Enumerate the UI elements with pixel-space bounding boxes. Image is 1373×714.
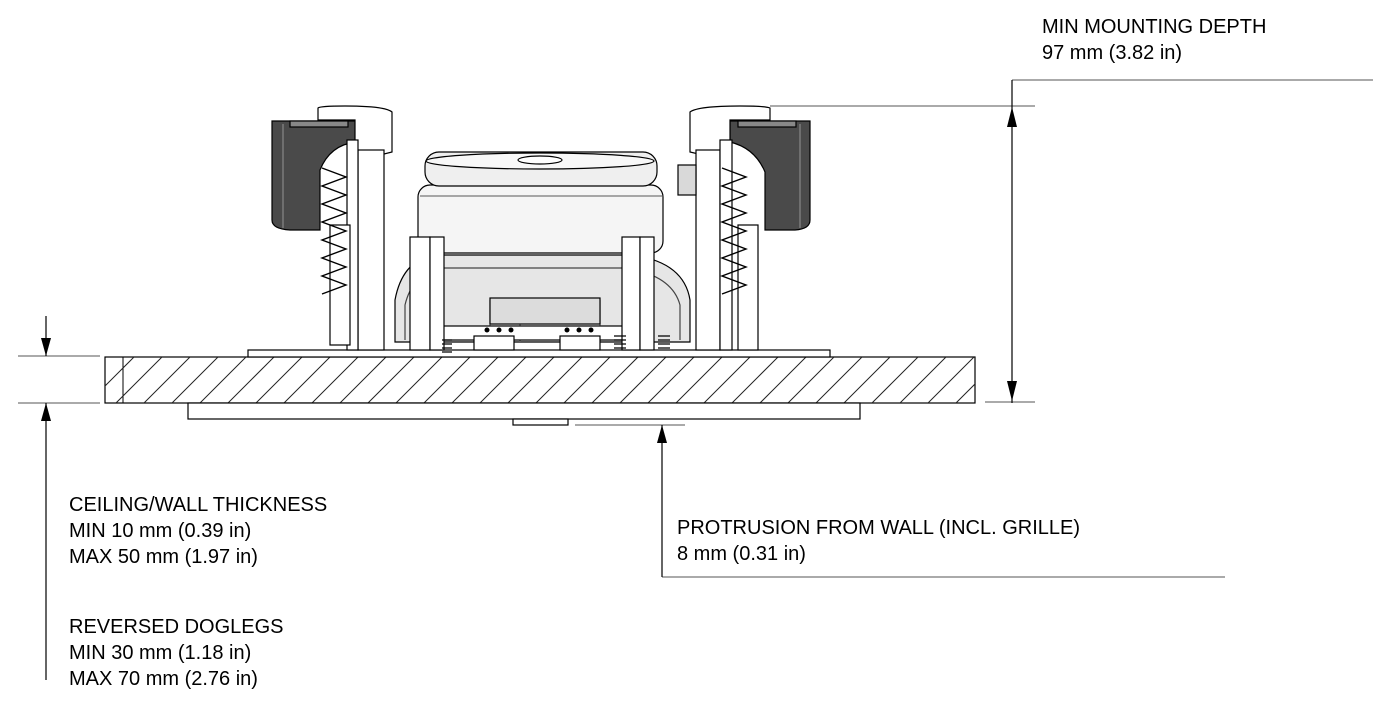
ceiling-wall-section <box>104 356 1086 404</box>
hatch-line <box>871 357 919 403</box>
hatch-line <box>479 357 527 403</box>
wall-hatch <box>105 357 1086 403</box>
hatch-line <box>535 357 583 403</box>
hatch-line <box>703 357 751 403</box>
spring-coil <box>720 167 748 295</box>
thickness-label: CEILING/WALL THICKNESS MIN 10 mm (0.39 i… <box>69 492 327 570</box>
hatch-line <box>619 357 667 403</box>
hatch-line <box>927 357 975 403</box>
hatch-line <box>563 357 611 403</box>
hatch-line <box>843 357 891 403</box>
right-clamp-body <box>729 120 811 231</box>
mounting-depth-label: MIN MOUNTING DEPTH 97 mm (3.82 in) <box>1042 14 1266 66</box>
hatch-line <box>899 357 947 403</box>
left-spring <box>320 167 348 295</box>
crossover-board <box>439 325 631 341</box>
right-side-tab <box>677 164 697 196</box>
support-post-right <box>621 236 641 351</box>
speaker-flange <box>247 349 831 358</box>
wall-outline <box>104 356 976 404</box>
left-dogleg-clamp <box>271 105 393 351</box>
hatch-line <box>227 357 275 403</box>
hatch-line <box>199 357 247 403</box>
hatch-line <box>787 357 835 403</box>
hatch-line <box>311 357 359 403</box>
hatch-line <box>423 357 471 403</box>
hatch-line <box>143 357 191 403</box>
hatch-line <box>283 357 331 403</box>
spring-coil <box>320 167 348 295</box>
hatch-line <box>255 357 303 403</box>
right-spring <box>720 167 748 295</box>
hatch-line <box>815 357 863 403</box>
reversed-doglegs-min: MIN 30 mm (1.18 in) <box>69 642 252 664</box>
thickness-dimension <box>41 316 51 680</box>
right-threaded-rod <box>695 149 721 351</box>
hatch-line <box>647 357 695 403</box>
thickness-title: CEILING/WALL THICKNESS <box>69 494 328 516</box>
hatch-line <box>339 357 387 403</box>
protrusion-label: PROTRUSION FROM WALL (INCL. GRILLE) 8 mm… <box>677 515 1080 567</box>
reversed-doglegs-label: REVERSED DOGLEGS MIN 30 mm (1.18 in) MAX… <box>69 614 284 692</box>
support-post-left <box>409 236 431 351</box>
hatch-line <box>115 357 163 403</box>
mounting-depth-value: 97 mm (3.82 in) <box>1042 42 1183 64</box>
left-threaded-rod <box>357 149 385 351</box>
speaker-body <box>394 151 691 353</box>
hatch-line <box>759 357 807 403</box>
mounting-depth-title: MIN MOUNTING DEPTH <box>1042 16 1267 38</box>
hatch-line <box>675 357 723 403</box>
grille <box>187 402 861 426</box>
magnet-pole <box>517 155 563 165</box>
hatch-line <box>591 357 639 403</box>
hatch-line <box>984 357 1030 403</box>
hatch-line <box>1012 357 1058 403</box>
hatch-line <box>1040 357 1086 403</box>
hatch-line <box>395 357 443 403</box>
hatch-line <box>451 357 499 403</box>
protrusion-value: 8 mm (0.31 in) <box>677 543 806 565</box>
reversed-doglegs-max: MAX 70 mm (2.76 in) <box>69 668 258 690</box>
hatch-line <box>171 357 219 403</box>
hatch-line <box>105 357 135 403</box>
hatch-line <box>367 357 415 403</box>
thickness-max: MAX 50 mm (1.97 in) <box>69 546 258 568</box>
hatch-line <box>105 357 107 403</box>
grille-plate <box>187 402 861 420</box>
hatch-line <box>955 357 975 403</box>
grille-center-tab <box>512 418 569 426</box>
reversed-doglegs-title: REVERSED DOGLEGS <box>69 616 284 638</box>
thickness-min: MIN 10 mm (0.39 in) <box>69 520 252 542</box>
protrusion-title: PROTRUSION FROM WALL (INCL. GRILLE) <box>677 517 1081 539</box>
hatch-line <box>731 357 779 403</box>
right-dogleg-clamp <box>677 105 811 351</box>
hatch-line <box>507 357 555 403</box>
mounting-depth-dimension <box>1007 80 1017 403</box>
